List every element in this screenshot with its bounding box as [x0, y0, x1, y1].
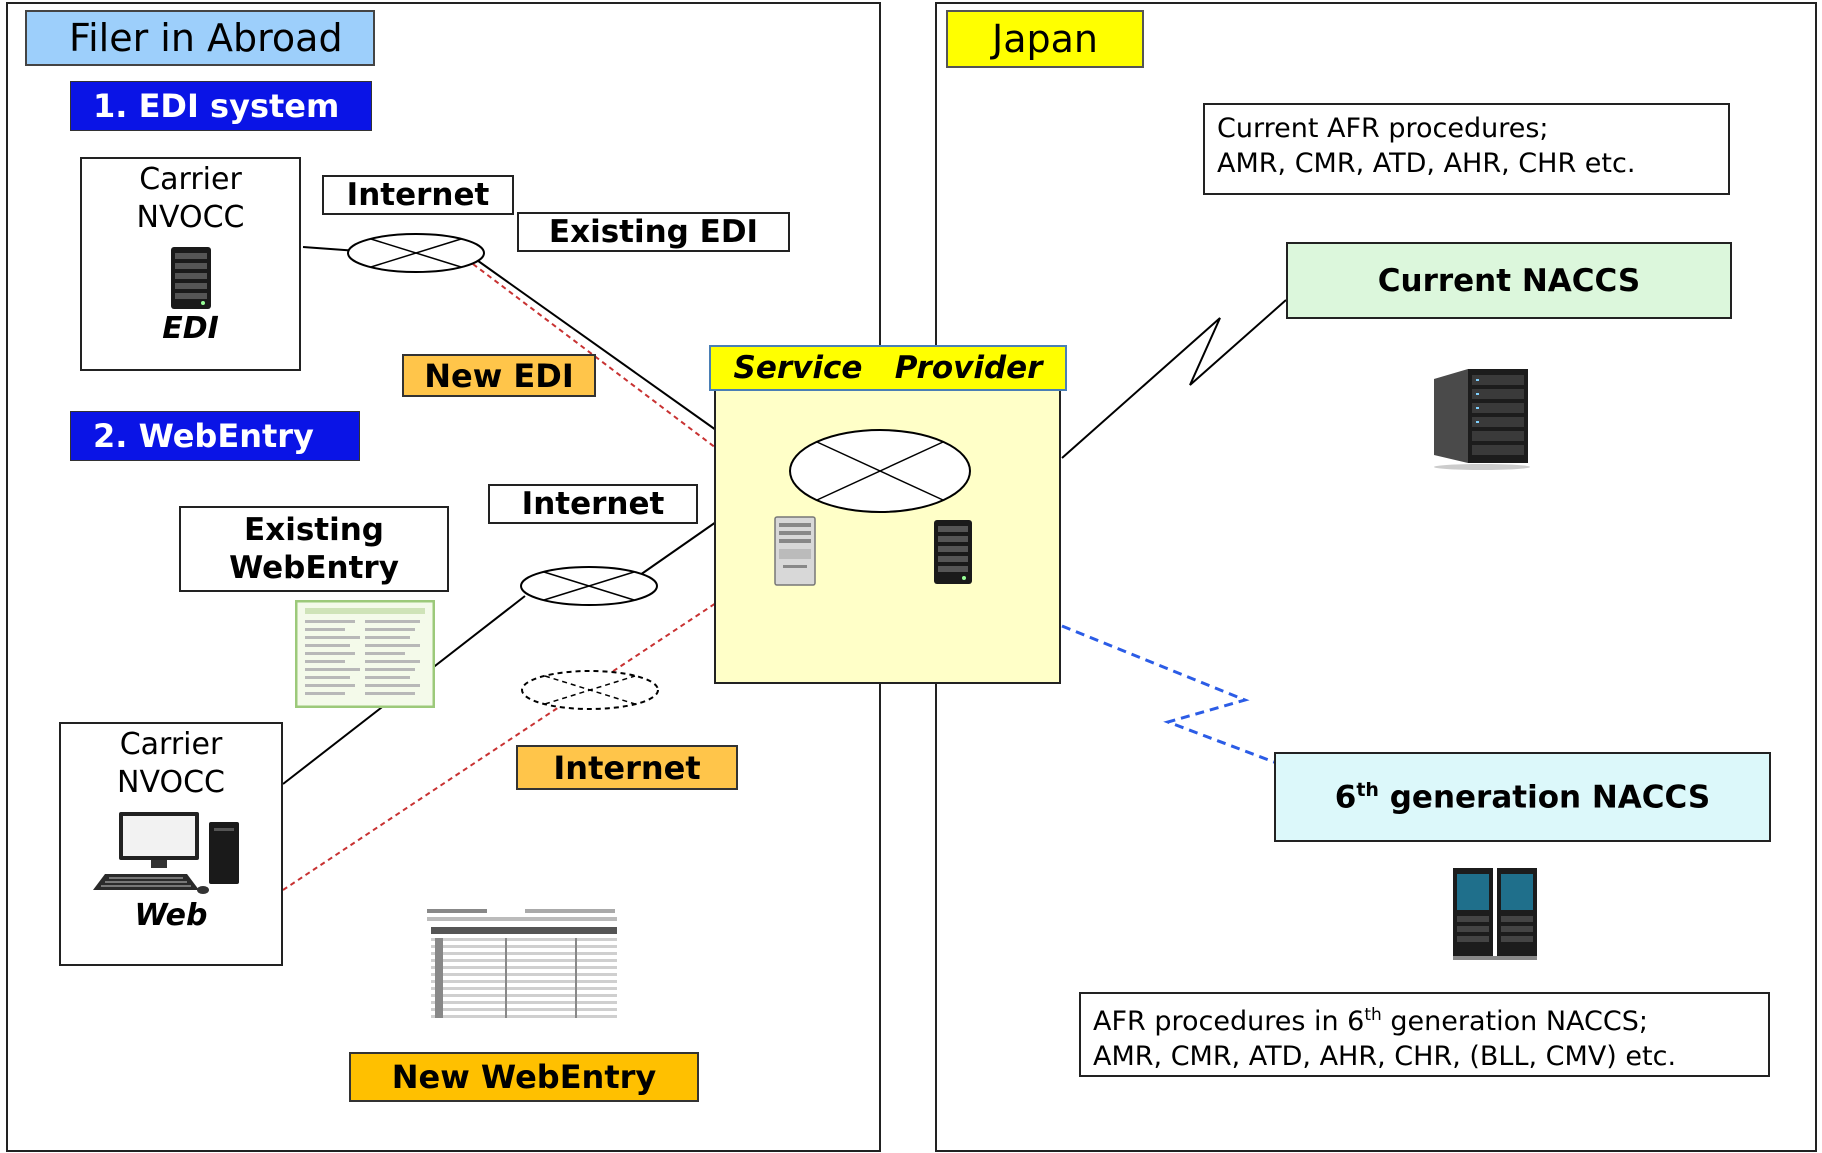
next-naccs-title-prefix: 6: [1334, 779, 1357, 816]
next-procedures-line1-suffix: generation NACCS;: [1381, 1006, 1648, 1037]
new-web-internet-label-text: Internet: [553, 748, 701, 787]
existing-webentry-label: Existing WebEntry: [179, 506, 449, 592]
next-naccs-box: 6th generation NACCS: [1274, 752, 1771, 842]
right-panel-title: Japan: [946, 10, 1144, 68]
service-provider-title-text: Service Provider: [733, 350, 1043, 386]
next-naccs-link: [1061, 624, 1283, 767]
next-procedures-text: AFR procedures in 6th generation NACCS; …: [1081, 994, 1768, 1080]
current-naccs-server-icon: [1434, 369, 1530, 470]
edi-carrier-box: Carrier NVOCC EDI: [80, 157, 301, 371]
next-procedures-box: AFR procedures in 6th generation NACCS; …: [1079, 992, 1770, 1077]
new-web-link: [282, 602, 717, 891]
edi-carrier-caption: EDI: [162, 311, 219, 346]
existing-edi-label: Existing EDI: [517, 212, 790, 252]
next-procedures-line1-prefix: AFR procedures in 6: [1093, 1006, 1365, 1037]
web-carrier-box: Carrier NVOCC Web: [59, 722, 283, 966]
web-provider-link: [639, 521, 717, 576]
edi-network-icon: [347, 233, 485, 273]
edi-heading-text: 1. EDI system: [93, 87, 340, 125]
provider-rack-server-icon: [934, 520, 972, 584]
service-provider-title: Service Provider: [709, 345, 1067, 391]
new-edi-label: New EDI: [402, 354, 596, 397]
next-naccs-title-suffix: generation NACCS: [1378, 779, 1711, 816]
web-carrier-line1: Carrier: [119, 727, 223, 762]
existing-webentry-screenshot: [295, 600, 435, 708]
edi-carrier-line2: NVOCC: [136, 200, 245, 235]
provider-network-icon: [789, 429, 971, 513]
current-procedures-box: Current AFR procedures; AMR, CMR, ATD, A…: [1203, 103, 1730, 195]
web-carrier-caption: Web: [134, 898, 208, 933]
left-panel-title-text: Filer in Abroad: [69, 16, 343, 60]
edi-provider-link: [473, 257, 717, 431]
provider-pc-server-icon: [774, 516, 816, 586]
new-webentry-screenshot: [425, 905, 620, 1027]
current-procedures-text: Current AFR procedures; AMR, CMR, ATD, A…: [1205, 105, 1728, 187]
current-naccs-box: Current NACCS: [1286, 242, 1732, 319]
edi-internet-label: Internet: [322, 175, 514, 215]
existing-webentry-line2: WebEntry: [229, 550, 399, 586]
new-web-internet-label: Internet: [516, 745, 738, 790]
current-procedures-line1: Current AFR procedures;: [1217, 113, 1549, 144]
next-procedures-line1: AFR procedures in 6th generation NACCS;: [1093, 998, 1756, 1039]
edi-server-icon: [170, 247, 211, 309]
webentry-heading: 2. WebEntry: [70, 411, 360, 461]
new-webentry-label: New WebEntry: [349, 1052, 699, 1102]
edi-heading: 1. EDI system: [70, 81, 372, 131]
web-internet-label: Internet: [488, 484, 698, 524]
right-panel-title-text: Japan: [992, 17, 1098, 61]
new-edi-link: [472, 263, 717, 449]
current-naccs-link: [1061, 299, 1287, 459]
next-naccs-title: 6th generation NACCS: [1335, 779, 1710, 815]
next-naccs-server-icon: [1453, 868, 1537, 960]
web-internet-label-text: Internet: [521, 486, 665, 522]
webentry-heading-text: 2. WebEntry: [93, 417, 314, 455]
left-panel-title: Filer in Abroad: [25, 10, 375, 66]
existing-edi-label-text: Existing EDI: [548, 214, 759, 250]
edi-internet-label-text: Internet: [346, 177, 490, 213]
next-procedures-line1-sup: th: [1364, 1005, 1382, 1025]
web-network-icon: [520, 566, 658, 606]
edi-carrier-line1: Carrier: [139, 162, 242, 197]
new-web-network-icon: [521, 670, 659, 710]
next-procedures-line2: AMR, CMR, ATD, AHR, CHR, (BLL, CMV) etc.: [1093, 1041, 1677, 1072]
existing-webentry-line1: Existing: [244, 512, 384, 548]
current-procedures-line2: AMR, CMR, ATD, AHR, CHR etc.: [1217, 148, 1636, 179]
current-naccs-title: Current NACCS: [1377, 262, 1641, 299]
new-webentry-label-text: New WebEntry: [391, 1058, 657, 1096]
next-naccs-title-sup: th: [1356, 778, 1379, 801]
desktop-computer-icon: [93, 812, 239, 894]
new-edi-label-text: New EDI: [424, 356, 574, 395]
web-carrier-line2: NVOCC: [117, 765, 225, 800]
